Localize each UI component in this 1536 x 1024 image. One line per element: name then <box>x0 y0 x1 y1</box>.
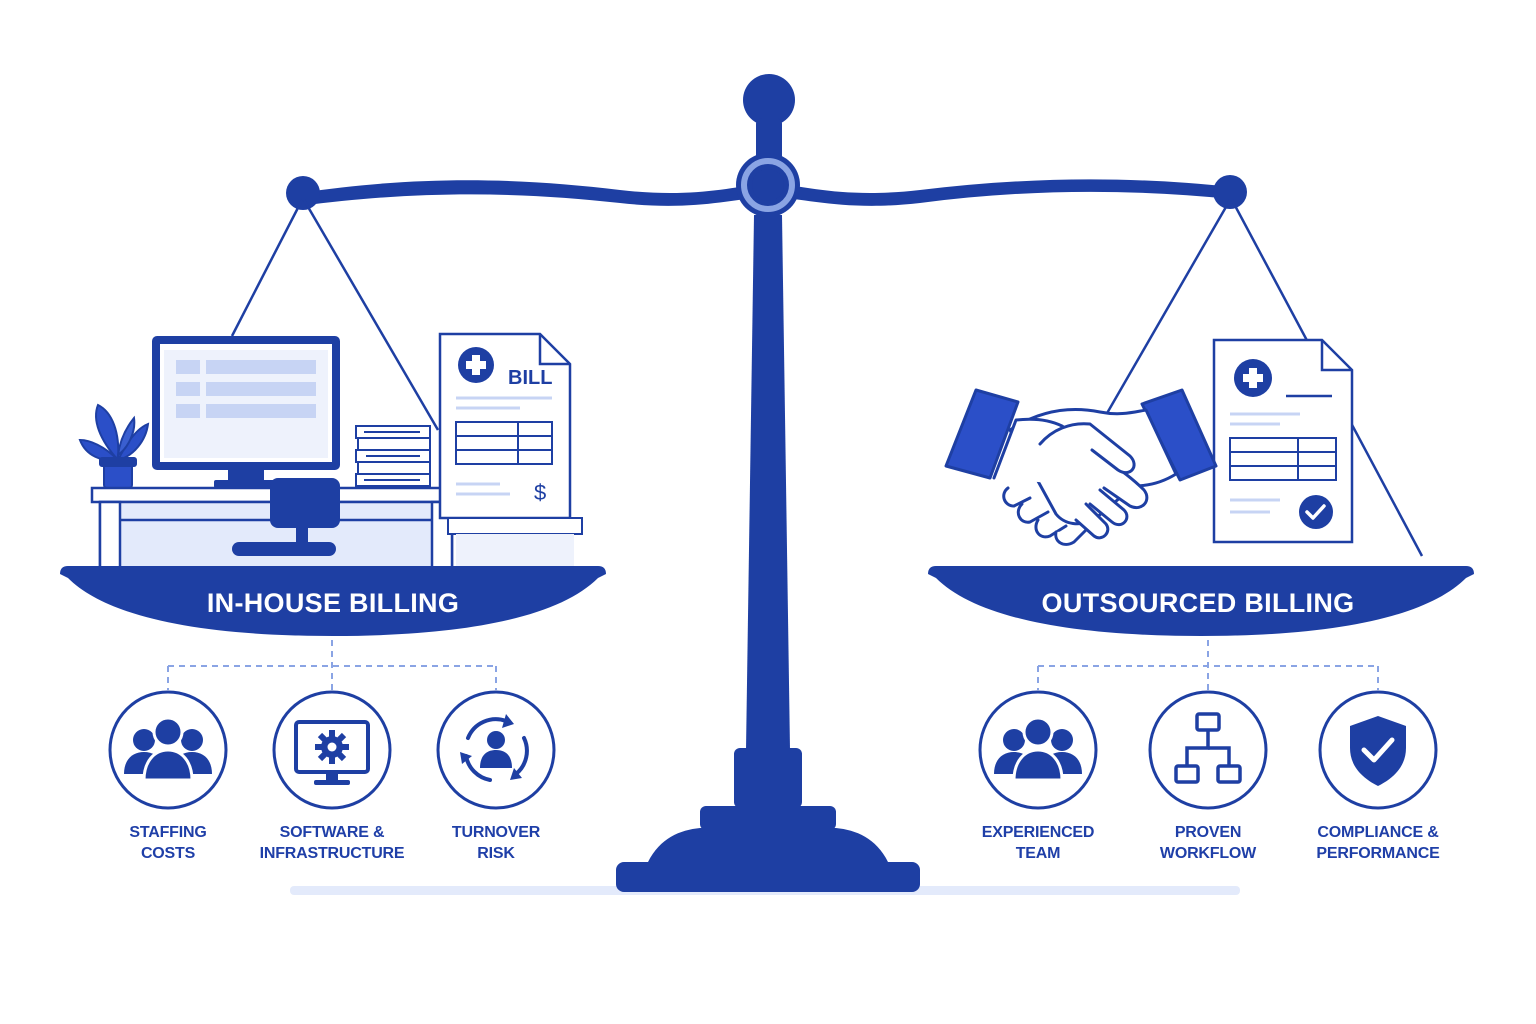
feature-label-line2: TEAM <box>1015 845 1061 862</box>
left-pan <box>60 566 606 636</box>
feature-turnover-risk: TURNOVER RISK <box>386 822 606 864</box>
workflow-icon <box>1148 690 1268 810</box>
currency-symbol: $ <box>534 480 546 505</box>
approved-document-icon <box>1212 338 1354 544</box>
scale-top-knob <box>743 74 795 126</box>
scale-base-collar <box>734 748 802 808</box>
staff-group-icon <box>108 690 228 810</box>
feature-label-line2: WORKFLOW <box>1159 845 1257 862</box>
pan-strings <box>230 199 1424 557</box>
bill-document-icon: BILL $ <box>438 332 583 566</box>
beam-left-knob <box>286 176 320 210</box>
feature-label-line1: PROVEN <box>1174 824 1242 841</box>
right-connectors <box>1037 640 1379 690</box>
feature-label-line2: PERFORMANCE <box>1316 845 1440 862</box>
team-group-icon <box>978 690 1098 810</box>
plant-icon <box>78 403 150 489</box>
feature-label-line2: RISK <box>477 845 515 862</box>
beam-right-knob <box>1213 175 1247 209</box>
check-circle-icon <box>1299 495 1333 529</box>
desktop-monitor-icon <box>152 336 340 488</box>
shield-check-icon <box>1318 690 1438 810</box>
scale-base-step1 <box>700 806 836 830</box>
office-desk-illustration: BILL $ <box>78 332 583 570</box>
feature-label-line1: TURNOVER <box>451 824 541 841</box>
office-chair-icon <box>232 478 340 556</box>
right-pan <box>928 566 1474 636</box>
outsourced-illustration <box>944 338 1354 546</box>
scale-base-step2 <box>648 828 888 862</box>
handshake-icon <box>944 388 1218 546</box>
person-cycle-icon <box>436 690 556 810</box>
scale-pillar <box>746 215 790 750</box>
monitor-gear-icon <box>272 690 392 810</box>
paper-stack-icon <box>355 425 431 487</box>
scale-base-plate <box>616 862 920 892</box>
in-house-billing-label: IN-HOUSE BILLING <box>206 588 460 618</box>
feature-label-line1: EXPERIENCED <box>981 824 1095 841</box>
feature-label-line1: COMPLIANCE & <box>1317 824 1439 841</box>
feature-staffing-costs: STAFFING COSTS <box>58 822 278 864</box>
scale-structure <box>286 74 1247 892</box>
gear-icon <box>315 730 349 764</box>
feature-label-line2: INFRASTRUCTURE <box>259 845 405 862</box>
outsourced-billing-label: OUTSOURCED BILLING <box>1041 588 1355 618</box>
feature-compliance-performance: COMPLIANCE & PERFORMANCE <box>1268 822 1488 864</box>
feature-label-line1: SOFTWARE & <box>279 824 385 841</box>
feature-software-infrastructure: SOFTWARE & INFRASTRUCTURE <box>222 822 442 864</box>
left-connectors <box>167 640 497 690</box>
feature-experienced-team: EXPERIENCED TEAM <box>928 822 1148 864</box>
feature-proven-workflow: PROVEN WORKFLOW <box>1098 822 1318 864</box>
feature-label-line1: STAFFING <box>129 824 207 841</box>
bill-label: BILL <box>508 367 552 389</box>
feature-label-line2: COSTS <box>140 845 196 862</box>
